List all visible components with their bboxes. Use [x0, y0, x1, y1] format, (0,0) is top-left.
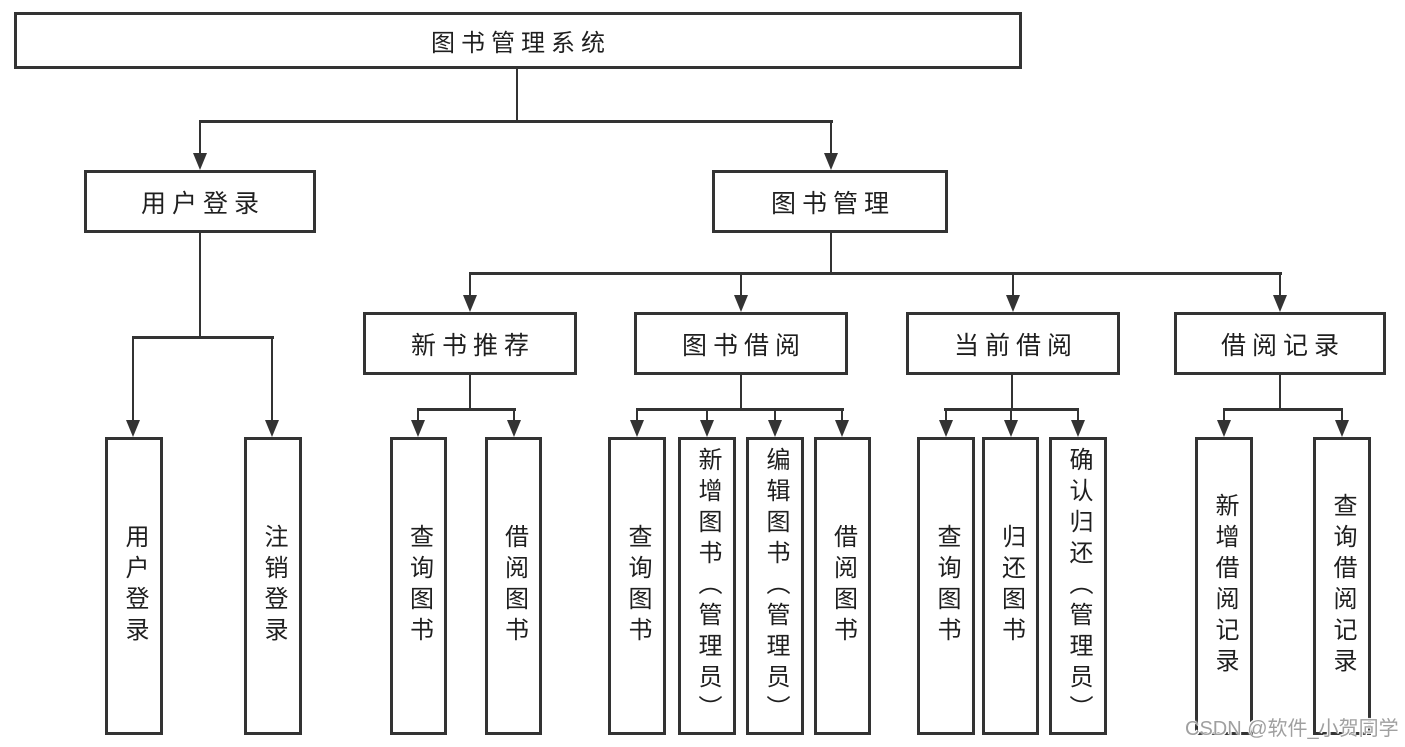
connector-line — [1279, 275, 1281, 297]
connector-line — [841, 411, 843, 422]
leaf-borrow-books: 借阅图书 — [485, 437, 542, 735]
leaf-query-books: 查询图书 — [917, 437, 975, 735]
leaf-return-books: 归还图书 — [982, 437, 1039, 735]
connector-line — [199, 233, 201, 339]
leaf-logout: 注销登录 — [244, 437, 302, 735]
arrow-down-icon — [1006, 295, 1020, 312]
node-book-borrow: 图书借阅 — [634, 312, 848, 375]
connector-line — [513, 411, 515, 422]
arrow-down-icon — [1004, 420, 1018, 437]
arrow-down-icon — [1273, 295, 1287, 312]
connector-line — [1223, 408, 1343, 411]
arrow-down-icon — [265, 420, 279, 437]
connector-line — [706, 411, 708, 422]
arrow-down-icon — [734, 295, 748, 312]
connector-line — [469, 272, 1282, 275]
connector-line — [830, 233, 832, 275]
leaf-confirm-return-admin: 确认归还（管理员） — [1049, 437, 1107, 735]
connector-line — [1011, 375, 1013, 411]
leaf-user-login: 用户登录 — [105, 437, 163, 735]
node-current-borrow: 当前借阅 — [906, 312, 1120, 375]
connector-line — [740, 275, 742, 297]
arrow-down-icon — [824, 153, 838, 170]
connector-line — [199, 123, 201, 155]
connector-line — [636, 408, 844, 411]
connector-line — [1223, 411, 1225, 422]
connector-line — [1279, 375, 1281, 411]
connector-line — [132, 336, 274, 339]
arrow-down-icon — [411, 420, 425, 437]
arrow-down-icon — [1335, 420, 1349, 437]
connector-line — [945, 411, 947, 422]
connector-line — [1012, 275, 1014, 297]
node-new-book-recommend: 新书推荐 — [363, 312, 577, 375]
connector-line — [944, 408, 1079, 411]
arrow-down-icon — [630, 420, 644, 437]
arrow-down-icon — [126, 420, 140, 437]
connector-line — [1341, 411, 1343, 422]
leaf-borrow-books: 借阅图书 — [814, 437, 871, 735]
leaf-add-borrow-record: 新增借阅记录 — [1195, 437, 1253, 735]
connector-line — [417, 408, 516, 411]
connector-line — [774, 411, 776, 422]
arrow-down-icon — [700, 420, 714, 437]
connector-line — [417, 411, 419, 422]
connector-line — [740, 375, 742, 411]
connector-line — [830, 123, 832, 155]
connector-line — [199, 120, 833, 123]
node-user-login: 用户登录 — [84, 170, 316, 233]
connector-line — [132, 339, 134, 422]
connector-line — [1077, 411, 1079, 422]
arrow-down-icon — [463, 295, 477, 312]
node-book-management: 图书管理 — [712, 170, 948, 233]
connector-line — [516, 69, 518, 123]
connector-line — [469, 375, 471, 411]
arrow-down-icon — [193, 153, 207, 170]
node-borrow-records: 借阅记录 — [1174, 312, 1386, 375]
arrow-down-icon — [507, 420, 521, 437]
leaf-edit-books-admin: 编辑图书（管理员） — [746, 437, 804, 735]
arrow-down-icon — [939, 420, 953, 437]
leaf-add-books-admin: 新增图书（管理员） — [678, 437, 736, 735]
connector-line — [636, 411, 638, 422]
arrow-down-icon — [768, 420, 782, 437]
arrow-down-icon — [1217, 420, 1231, 437]
arrow-down-icon — [835, 420, 849, 437]
connector-line — [469, 275, 471, 297]
connector-line — [1010, 411, 1012, 422]
watermark: CSDN @软件_小贺同学 — [1185, 718, 1399, 740]
arrow-down-icon — [1071, 420, 1085, 437]
leaf-query-borrow-record: 查询借阅记录 — [1313, 437, 1371, 735]
leaf-query-books: 查询图书 — [608, 437, 666, 735]
connector-line — [271, 339, 273, 422]
leaf-query-books: 查询图书 — [390, 437, 447, 735]
node-library-system: 图书管理系统 — [14, 12, 1022, 69]
